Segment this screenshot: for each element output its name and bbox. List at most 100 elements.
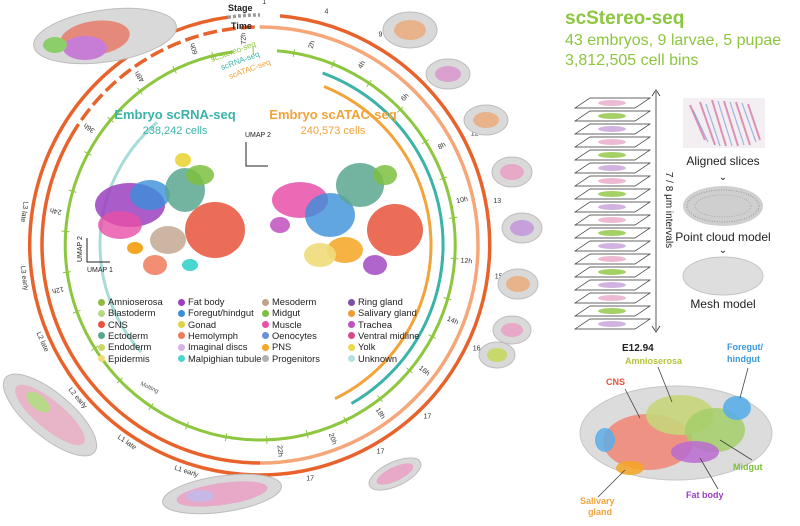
stage-number: 4 bbox=[324, 8, 328, 15]
stereo-title: scStereo-seq bbox=[565, 8, 685, 29]
time-label: 10h bbox=[456, 196, 469, 205]
atac-ring bbox=[323, 85, 433, 401]
stereo-samples: 43 embryos, 9 larvae, 5 pupae bbox=[565, 32, 782, 49]
legend-swatch bbox=[262, 321, 269, 329]
legend-item: Gonad bbox=[178, 319, 216, 330]
legend-label: Blastoderm bbox=[108, 307, 156, 319]
embryo-rna-title: Embryo scRNA-seq bbox=[114, 107, 235, 122]
legend-swatch bbox=[178, 332, 185, 340]
e1294-embryo bbox=[579, 385, 773, 481]
legend-label: Yolk bbox=[358, 341, 376, 353]
legend-swatch bbox=[348, 321, 355, 329]
legend-swatch bbox=[262, 343, 269, 351]
legend-item: Midgut bbox=[262, 307, 300, 318]
time-label: 16h bbox=[417, 365, 431, 378]
legend-swatch bbox=[178, 355, 185, 362]
legend-label: Unknown bbox=[358, 352, 398, 364]
slice-tissue bbox=[598, 217, 626, 223]
slice-tissue bbox=[598, 113, 626, 119]
tick bbox=[224, 433, 228, 442]
legend-item: Salivary gland bbox=[348, 307, 417, 318]
legend-swatch bbox=[178, 309, 185, 317]
stage-number: 13 bbox=[493, 198, 501, 205]
interval-arrow bbox=[651, 89, 661, 333]
legend-item: Epidermis bbox=[98, 353, 150, 364]
legend-item: Foregut/hindgut bbox=[178, 307, 254, 318]
e1294-midgut: Midgut bbox=[733, 462, 763, 472]
tick bbox=[439, 176, 448, 181]
slice-tissue bbox=[598, 243, 626, 249]
legend-swatch bbox=[262, 309, 269, 317]
time-label: 4h bbox=[357, 60, 367, 70]
legend-item: CNS bbox=[98, 319, 128, 330]
legend-swatch bbox=[348, 343, 355, 351]
legend-item: Mesoderm bbox=[262, 296, 316, 307]
tick bbox=[331, 60, 335, 69]
time-label: 8h bbox=[437, 142, 447, 152]
legend-item: Imaginal discs bbox=[178, 341, 247, 352]
stage-number: 17 bbox=[306, 476, 314, 483]
specimen-larva-bottom-right bbox=[368, 457, 422, 491]
tick bbox=[421, 139, 430, 145]
time-label: 24h bbox=[49, 206, 62, 215]
molting-ring bbox=[98, 121, 159, 354]
time-label: 2h bbox=[308, 40, 317, 49]
rna-ring bbox=[322, 71, 445, 405]
legend-label: Foregut/hindgut bbox=[188, 307, 254, 319]
embryo-atac-title: Embryo scATAC-seq bbox=[269, 107, 396, 122]
legend-swatch bbox=[262, 298, 269, 306]
time-label: 12h bbox=[51, 285, 64, 294]
stage-number: 12 bbox=[471, 131, 479, 138]
slice-tissue bbox=[598, 100, 626, 106]
umap-axis-rna-x: UMAP 1 bbox=[87, 267, 113, 274]
legend-item: Amnioserosa bbox=[98, 296, 163, 307]
molting-arc bbox=[98, 121, 159, 354]
time-label: 14h bbox=[446, 316, 460, 327]
aligned-slices-label: Aligned slices bbox=[686, 154, 759, 168]
legend-item: Ectoderm bbox=[98, 330, 148, 341]
legend-swatch bbox=[98, 321, 105, 329]
legend-label: Trachea bbox=[358, 318, 393, 330]
tick bbox=[397, 106, 404, 113]
legend-item: Muscle bbox=[262, 319, 302, 330]
interval-label: 7 / 8 μm intervals bbox=[663, 172, 674, 248]
umap-axis-atac bbox=[245, 142, 268, 167]
legend-label: Progenitors bbox=[272, 352, 320, 364]
tick bbox=[305, 430, 309, 439]
arrow-2: ⌄ bbox=[719, 245, 727, 256]
time-header: Time bbox=[231, 21, 252, 31]
time-label: 18h bbox=[374, 407, 386, 421]
tick bbox=[211, 51, 215, 60]
legend-swatch bbox=[348, 355, 355, 362]
legend-item: Ring gland bbox=[348, 296, 403, 307]
tick bbox=[116, 377, 123, 384]
specimen-larva-left bbox=[2, 373, 98, 457]
embryo-atac-count: 240,573 cells bbox=[301, 125, 366, 137]
legend-item: Fat body bbox=[178, 296, 224, 307]
umap-atac bbox=[270, 163, 423, 275]
stereo-ring bbox=[63, 49, 457, 442]
tick bbox=[428, 334, 436, 339]
arrow-1: ⌄ bbox=[719, 172, 727, 183]
tick bbox=[107, 116, 115, 123]
legend-swatch bbox=[98, 355, 105, 362]
e1294-title: E12.94 bbox=[622, 343, 654, 354]
slice-tissue bbox=[598, 204, 626, 210]
tick bbox=[68, 189, 77, 193]
legend-item: Ventral midline bbox=[348, 330, 420, 341]
legend-item: Endoderm bbox=[98, 341, 151, 352]
slice-tissue bbox=[598, 230, 626, 236]
tick bbox=[72, 309, 81, 314]
slice-tissue bbox=[598, 152, 626, 158]
slice-tissue bbox=[598, 321, 626, 327]
umap-rna bbox=[95, 153, 245, 275]
stage-number: 17 bbox=[377, 449, 385, 456]
tick bbox=[405, 367, 413, 374]
specimen-pupa-top bbox=[33, 7, 177, 65]
time-label: 6h bbox=[400, 92, 411, 103]
tick bbox=[84, 151, 92, 156]
larva-label: L3 late bbox=[19, 201, 29, 223]
tick bbox=[137, 87, 143, 95]
point-cloud-label: Point cloud model bbox=[675, 230, 770, 244]
